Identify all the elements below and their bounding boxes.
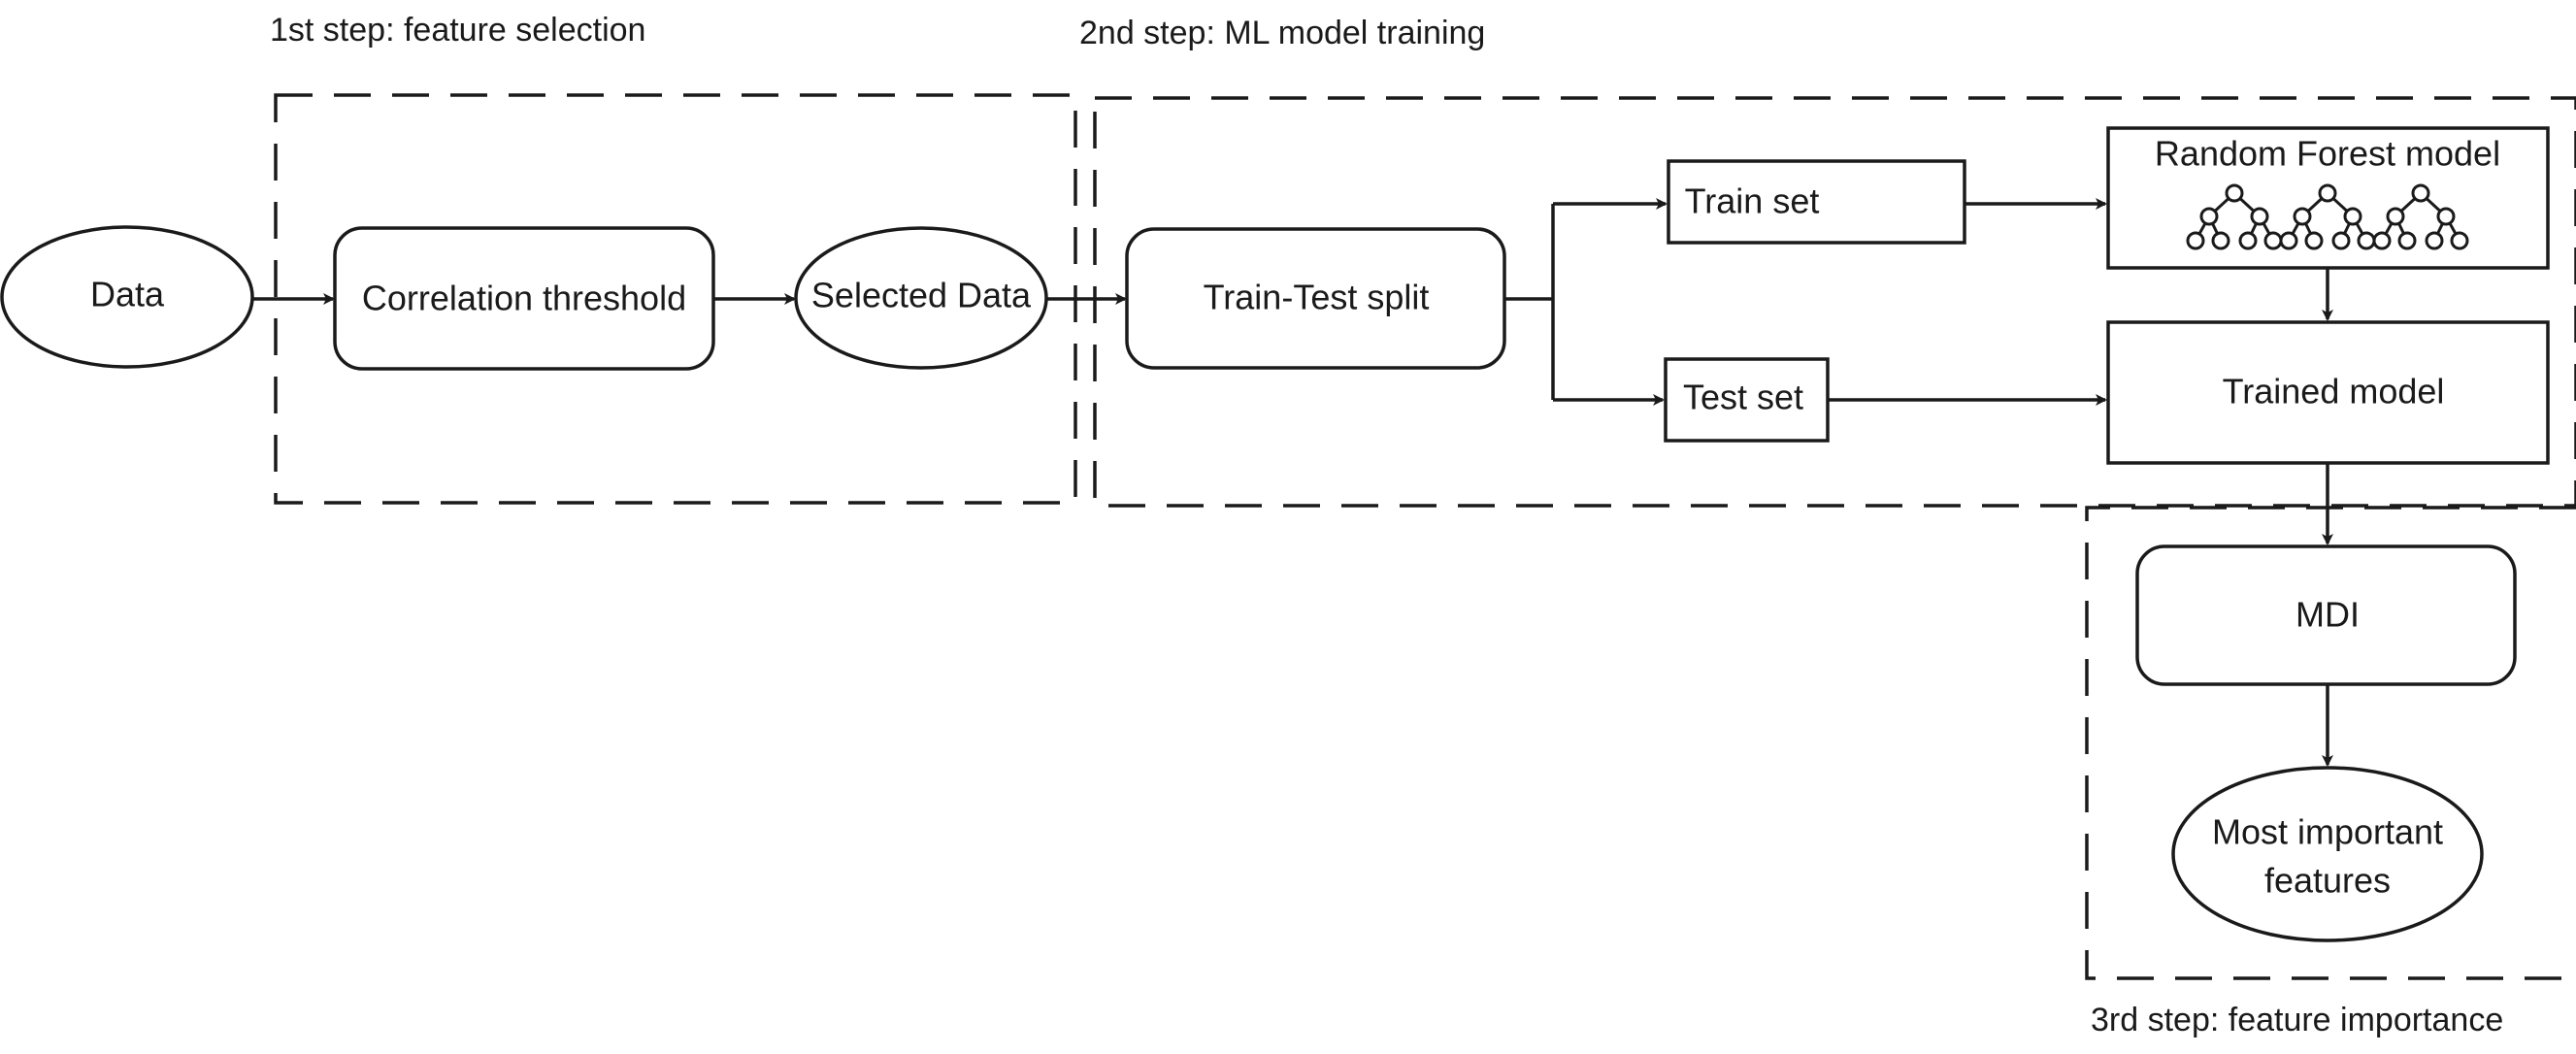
data-node — [0, 225, 254, 369]
important-features-node — [2171, 766, 2484, 942]
train-test-split-label: Train-Test split — [1204, 278, 1430, 317]
correlation-threshold-label: Correlation threshold — [362, 279, 686, 318]
random-forest-label: Random Forest model — [2155, 134, 2500, 174]
decision-tree-icon — [2279, 183, 2376, 250]
selected-data-label: Selected Data — [811, 276, 1032, 315]
trained-model-node — [2106, 320, 2550, 465]
test-set-label: Test set — [1683, 378, 1803, 417]
important-features-label-line1: Most important — [2212, 812, 2443, 852]
decision-tree-icon — [2372, 183, 2469, 250]
trained-model-label: Trained model — [2223, 372, 2445, 412]
step2-region — [1093, 96, 2576, 508]
mdi-label: MDI — [2295, 595, 2360, 635]
decision-tree-icon — [2186, 183, 2283, 250]
decision-tree-icon — [2186, 183, 2469, 250]
step3-label: 3rd step: feature importance — [2091, 1002, 2503, 1038]
step3-region — [2085, 506, 2576, 980]
step1-label: 1st step: feature selection — [270, 12, 645, 49]
train-set-node — [1667, 159, 1966, 245]
train-set-label: Train set — [1685, 181, 1820, 221]
step2-label: 2nd step: ML model training — [1079, 15, 1485, 51]
data-node-label: Data — [90, 275, 165, 314]
important-features-label-line2: features — [2264, 861, 2391, 901]
